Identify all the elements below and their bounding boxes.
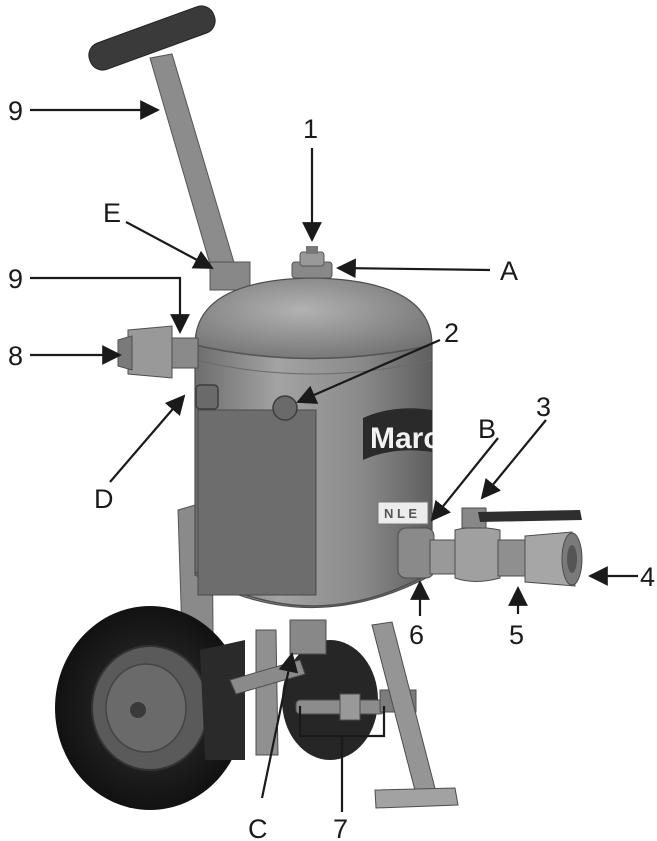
callout-4: 4 [640,562,655,592]
callout-2: 2 [444,318,459,348]
callout-9-coupling: 9 [8,264,23,294]
callout-5: 5 [509,620,524,650]
callout-7: 7 [333,814,348,841]
tank-label [377,501,429,525]
callout-a: A [500,256,518,286]
wheel [55,606,245,810]
callout-8: 8 [8,341,23,371]
leader-9-coupling [30,276,190,334]
callout-labels: 9 1 E A 9 2 8 3 B D 4 6 5 C 7 [8,96,655,841]
brand-logo-text: Marco [370,422,458,455]
callout-b: B [478,414,496,444]
t-handle [88,5,251,291]
leader-3 [480,419,547,500]
top-fitting [291,246,333,279]
machine-illustration: Marco N L E [55,5,583,810]
leader-c [260,652,299,799]
plug-2 [272,395,298,421]
tank-label-text: N L E [384,506,417,521]
callout-c: C [248,814,268,841]
callout-3: 3 [536,392,551,422]
left-coupling [117,325,199,379]
callout-e: E [103,198,121,228]
leader-a [336,258,491,279]
callout-leaders [30,100,638,812]
leader-b [430,437,499,522]
leader-e [125,221,214,269]
outlet-valve-assembly [397,507,583,587]
callout-9-handle: 9 [8,96,23,126]
callout-d: D [94,484,114,514]
brand-logo: Marco [363,408,458,460]
support-legs [229,621,459,809]
leader-d [109,394,186,483]
pressure-tank [194,277,433,608]
plug-d [195,384,219,410]
leader-2 [296,338,441,404]
callout-1: 1 [303,114,318,144]
callout-6: 6 [409,620,424,650]
